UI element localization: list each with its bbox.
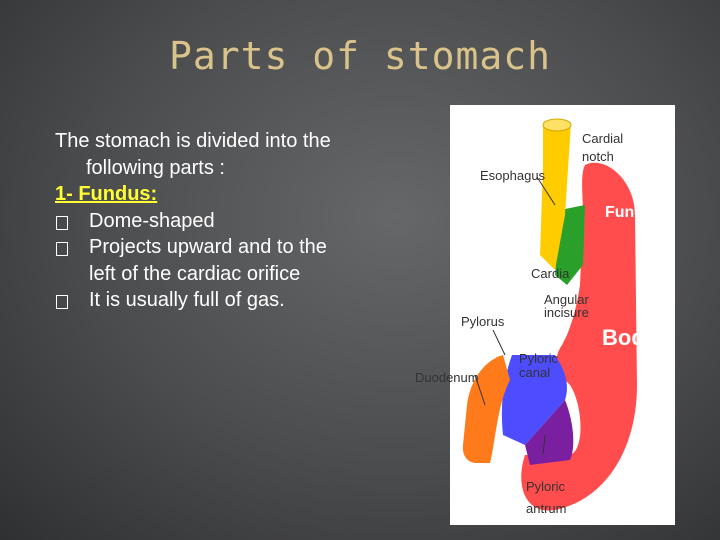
esophagus-opening bbox=[543, 119, 571, 131]
bullet-text-continued: left of the cardiac orifice bbox=[89, 261, 327, 288]
cardial-notch-label-1: Cardial bbox=[582, 131, 623, 146]
pyloric-antrum-label-2: antrum bbox=[526, 501, 566, 516]
pylorus-label: Pylorus bbox=[461, 314, 505, 329]
bullet-text: It is usually full of gas. bbox=[89, 287, 285, 314]
fundus-label: Fundus bbox=[605, 204, 663, 221]
angular-incisure-label-2: incisure bbox=[544, 305, 589, 320]
body-label: Body bbox=[602, 325, 658, 350]
checkbox-bullet-icon bbox=[56, 295, 68, 309]
stomach-diagram: Cardial notch Esophagus Fundus Cardia An… bbox=[405, 105, 675, 525]
checkbox-bullet-icon bbox=[56, 216, 68, 230]
duodenum-label: Duodenum bbox=[415, 370, 479, 385]
pyloric-canal-label-2: canal bbox=[519, 365, 550, 380]
bullet-item-2: Projects upward and to the left of the c… bbox=[55, 234, 405, 287]
bullet-text-block: Projects upward and to the left of the c… bbox=[89, 234, 327, 287]
pyloric-canal-label-1: Pyloric bbox=[519, 351, 559, 366]
cardia-label: Cardia bbox=[531, 266, 570, 281]
bullet-item-3: It is usually full of gas. bbox=[55, 287, 405, 314]
slide-title: Parts of stomach bbox=[0, 34, 720, 78]
bullet-text: Projects upward and to the bbox=[89, 234, 327, 261]
cardial-notch-label-2: notch bbox=[582, 149, 614, 164]
intro-line-1: The stomach is divided into the bbox=[55, 128, 405, 155]
section-heading-fundus: 1- Fundus: bbox=[55, 181, 405, 208]
bullet-text: Dome-shaped bbox=[89, 208, 215, 235]
pyloric-antrum-label-1: Pyloric bbox=[526, 479, 566, 494]
esophagus-label: Esophagus bbox=[480, 168, 546, 183]
intro-line-2: following parts : bbox=[55, 155, 405, 182]
checkbox-bullet-icon bbox=[56, 242, 68, 256]
slide-body-text: The stomach is divided into the followin… bbox=[55, 128, 405, 314]
bullet-item-1: Dome-shaped bbox=[55, 208, 405, 235]
